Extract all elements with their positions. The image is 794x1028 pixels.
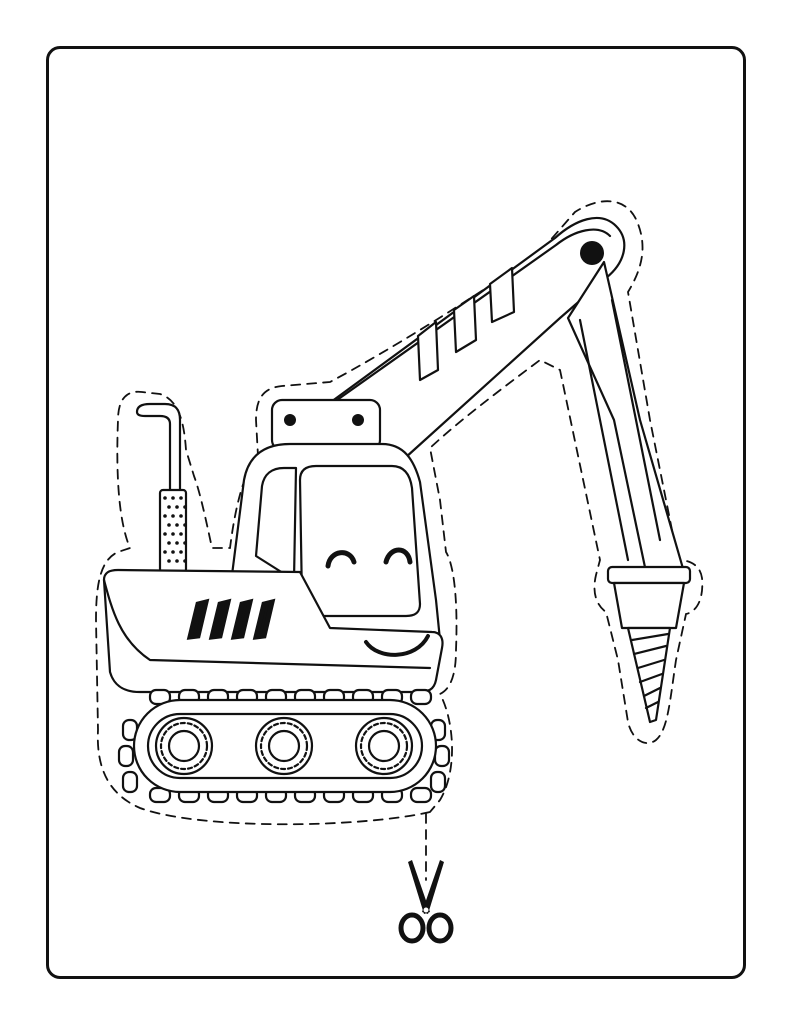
muffler-dot xyxy=(179,514,183,518)
muffler-dot xyxy=(167,505,171,509)
breaker-body xyxy=(612,581,686,630)
muffler-dot xyxy=(175,505,179,509)
boom-vent-3 xyxy=(488,266,516,324)
muffler-dot xyxy=(183,505,187,509)
muffler-dot xyxy=(163,550,167,554)
muffler-dot xyxy=(183,559,187,563)
muffler-dot xyxy=(183,523,187,527)
muffler-dot xyxy=(163,496,167,500)
smile xyxy=(364,634,430,657)
muffler-dot xyxy=(179,496,183,500)
exhaust-muffler xyxy=(158,488,188,574)
drill-spiral xyxy=(630,632,670,710)
wheel-bolts xyxy=(259,721,309,771)
cut-line xyxy=(95,200,704,826)
track-shoe xyxy=(117,744,135,768)
muffler-dot xyxy=(167,541,171,545)
muffler-dot xyxy=(179,550,183,554)
boom-vent-2 xyxy=(452,294,478,354)
muffler-dot xyxy=(179,532,183,536)
muffler-dot xyxy=(175,541,179,545)
track-shoe xyxy=(429,770,447,794)
roof-light-right xyxy=(352,414,364,426)
grill-vent-3 xyxy=(230,598,254,640)
grill-vent-1 xyxy=(186,598,210,640)
muffler-dot xyxy=(171,496,175,500)
scissors-icon xyxy=(398,860,454,944)
boom-pivot-pin xyxy=(580,241,604,265)
muffler-dot xyxy=(163,532,167,536)
muffler-dot xyxy=(167,559,171,563)
cab-side-window xyxy=(254,466,298,582)
exhaust-pipe xyxy=(135,402,182,498)
muffler-dot xyxy=(171,514,175,518)
track-shoe xyxy=(433,744,451,768)
cab-front-window xyxy=(298,464,422,618)
right-eye xyxy=(383,547,413,565)
muffler-dot xyxy=(175,559,179,563)
stick-arm xyxy=(566,260,686,574)
stick-piston-line xyxy=(578,318,630,562)
track-wheels xyxy=(154,716,414,776)
grill-vent-2 xyxy=(208,598,232,640)
stick-piston-line-2 xyxy=(610,298,662,542)
body-contour xyxy=(102,578,432,670)
wheel-bolts xyxy=(159,721,209,771)
track-shoe xyxy=(409,688,433,706)
muffler-dot xyxy=(163,514,167,518)
muffler-dot xyxy=(171,550,175,554)
wheel-hub xyxy=(367,729,401,763)
roof-light-left xyxy=(284,414,296,426)
left-eye xyxy=(325,550,357,569)
muffler-dot xyxy=(175,523,179,527)
breaker-drill-bit xyxy=(626,626,672,724)
wheel-hub xyxy=(267,729,301,763)
wheel-hub xyxy=(167,729,201,763)
grill-vent-4 xyxy=(252,598,276,640)
boom-inner-line xyxy=(328,228,612,407)
muffler-dot xyxy=(167,523,171,527)
muffler-dot xyxy=(171,532,175,536)
track-shoe xyxy=(409,786,433,804)
breaker-collar xyxy=(606,565,692,585)
muffler-dots xyxy=(163,496,187,563)
boom-vent-1 xyxy=(416,320,440,382)
track-shoe xyxy=(121,770,139,794)
muffler-dot xyxy=(183,541,187,545)
wheel-bolts xyxy=(359,721,409,771)
